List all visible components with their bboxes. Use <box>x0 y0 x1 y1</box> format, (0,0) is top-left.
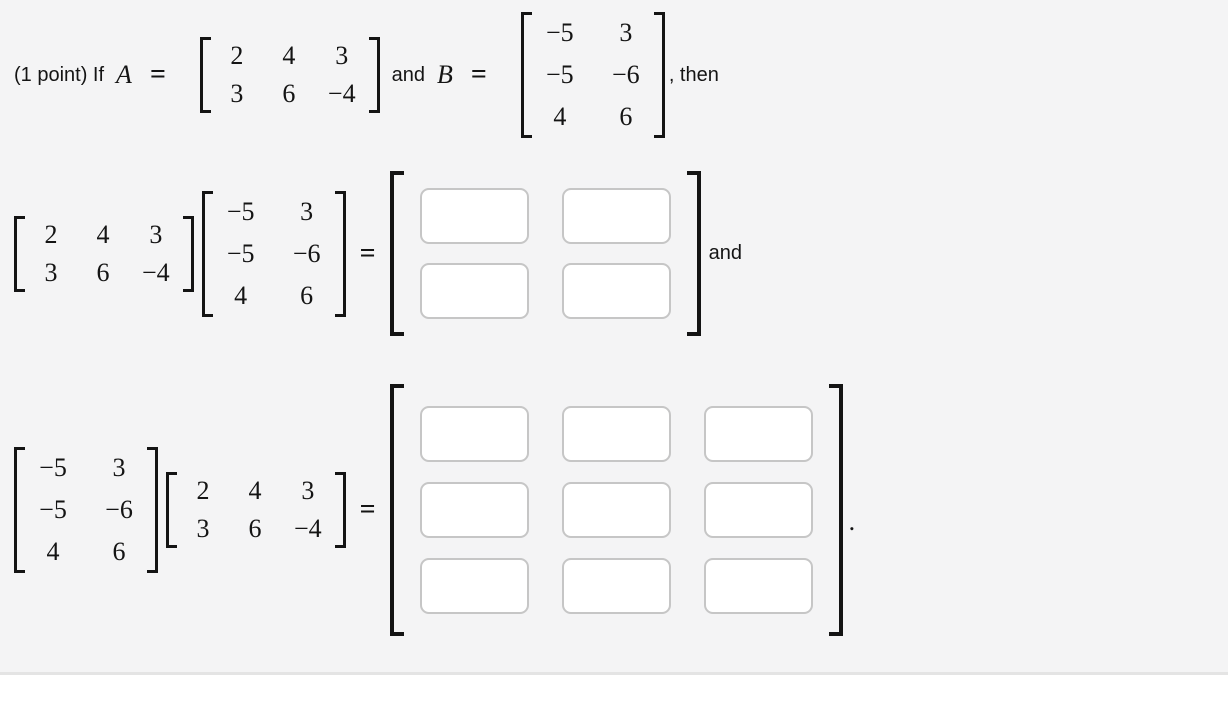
and-text: and <box>708 242 743 264</box>
equals-sign: = <box>359 237 376 269</box>
answer-input-ba-r3c3[interactable] <box>703 558 813 614</box>
matrix-a-cells: 2 4 3 3 6 −4 <box>177 472 335 548</box>
right-bracket <box>828 384 843 636</box>
matrix-cell: 6 <box>96 257 110 287</box>
problem-statement: (1 point) If A = 2 4 3 3 6 −4 and B = <box>14 0 1228 138</box>
matrix-cell: −6 <box>105 495 133 524</box>
matrix-cell: 3 <box>112 453 126 482</box>
product-ba-equation: −5 3 −5 −6 4 6 2 4 3 3 6 −4 <box>14 384 1228 636</box>
matrix-cell: 3 <box>301 476 315 505</box>
matrix-b: −5 3 −5 −6 4 6 <box>520 12 665 138</box>
equals-sign: = <box>470 59 487 90</box>
matrix-cell: 4 <box>46 537 60 566</box>
equals-sign: = <box>149 59 166 90</box>
matrix-cell: −5 <box>39 495 67 524</box>
matrix-cell: −5 <box>226 196 255 226</box>
matrix-cell: 2 <box>196 476 210 505</box>
left-bracket <box>166 472 177 548</box>
matrix-b: −5 3 −5 −6 4 6 <box>14 447 158 573</box>
matrix-cell: −5 <box>226 238 255 268</box>
answer-input-ba-r3c2[interactable] <box>561 558 671 614</box>
answer-matrix-ba <box>389 384 843 636</box>
equals-sign: = <box>359 494 376 525</box>
matrix-a-cells: 2 4 3 3 6 −4 <box>211 37 369 113</box>
answer-input-ab-r1c1[interactable] <box>419 188 529 244</box>
matrix-b-cells: −5 3 −5 −6 4 6 <box>532 12 654 138</box>
right-bracket <box>653 12 665 138</box>
matrix-b: −5 3 −5 −6 4 6 <box>201 190 346 317</box>
matrix-cell: 4 <box>234 280 248 310</box>
left-bracket <box>14 447 25 573</box>
answer-grid-ba <box>404 384 829 636</box>
matrix-cell: 2 <box>44 219 58 249</box>
matrix-a: 2 4 3 3 6 −4 <box>14 215 194 292</box>
answer-input-ab-r1c2[interactable] <box>561 188 671 244</box>
answer-input-ba-r2c3[interactable] <box>703 482 813 538</box>
matrix-cell: 3 <box>619 18 633 47</box>
left-bracket <box>389 171 404 336</box>
matrix-cell: 6 <box>619 102 633 131</box>
sentence-period: . <box>848 507 856 536</box>
matrix-cell: 3 <box>196 514 210 543</box>
matrix-cell: 3 <box>300 196 314 226</box>
left-bracket <box>389 384 404 636</box>
matrix-cell: −5 <box>39 453 67 482</box>
matrix-cell: 4 <box>282 41 296 70</box>
left-bracket <box>14 215 25 292</box>
answer-input-ba-r1c2[interactable] <box>561 406 671 462</box>
points-and-if-text: (1 point) If <box>14 63 105 86</box>
answer-grid-ab <box>404 171 687 336</box>
answer-input-ba-r2c2[interactable] <box>561 482 671 538</box>
matrix-a-cells: 2 4 3 3 6 −4 <box>25 216 183 292</box>
comma-then-text: , then <box>668 63 719 86</box>
answer-input-ba-r1c1[interactable] <box>419 406 529 462</box>
matrix-cell: −5 <box>545 18 574 47</box>
right-bracket <box>147 447 158 573</box>
matrix-cell: 3 <box>149 219 163 249</box>
matrix-cell: 2 <box>230 41 244 70</box>
matrix-b-cells: −5 3 −5 −6 4 6 <box>25 447 147 573</box>
answer-input-ba-r3c1[interactable] <box>419 558 529 614</box>
answer-input-ba-r1c3[interactable] <box>703 406 813 462</box>
matrix-cell: 4 <box>553 102 567 131</box>
answer-matrix-ab <box>389 171 701 336</box>
left-bracket <box>199 37 211 113</box>
right-bracket <box>334 190 346 317</box>
answer-input-ba-r2c1[interactable] <box>419 482 529 538</box>
matrix-cell: −6 <box>292 238 321 268</box>
matrix-cell: 6 <box>282 79 296 108</box>
answer-input-ab-r2c1[interactable] <box>419 263 529 319</box>
right-bracket <box>368 37 380 113</box>
and-text: and <box>391 63 425 86</box>
matrix-a: 2 4 3 3 6 −4 <box>166 472 346 548</box>
matrix-cell: −4 <box>327 79 356 108</box>
matrix-cell: 6 <box>112 537 126 566</box>
matrix-cell: −6 <box>611 60 640 89</box>
problem-area: (1 point) If A = 2 4 3 3 6 −4 and B = <box>0 0 1228 675</box>
left-bracket <box>520 12 532 138</box>
matrix-cell: 6 <box>248 514 262 543</box>
matrix-cell: 6 <box>300 280 314 310</box>
right-bracket <box>182 215 194 292</box>
matrix-b-cells: −5 3 −5 −6 4 6 <box>213 191 335 317</box>
left-bracket <box>201 190 213 317</box>
matrix-cell: 3 <box>44 257 58 287</box>
right-bracket <box>334 472 346 548</box>
matrix-cell: −4 <box>294 514 322 543</box>
matrix-cell: −4 <box>142 257 170 287</box>
answer-input-ab-r2c2[interactable] <box>561 263 671 319</box>
matrix-cell: 3 <box>230 79 244 108</box>
product-ab-equation: 2 4 3 3 6 −4 −5 3 −5 −6 4 6 <box>14 171 1228 336</box>
matrix-b-symbol: B <box>436 60 453 89</box>
matrix-cell: 4 <box>248 476 262 505</box>
right-bracket <box>686 171 701 336</box>
matrix-a-symbol: A <box>116 60 132 89</box>
matrix-a: 2 4 3 3 6 −4 <box>199 37 380 113</box>
matrix-cell: 3 <box>335 41 349 70</box>
matrix-cell: 4 <box>96 219 110 249</box>
matrix-cell: −5 <box>545 60 574 89</box>
